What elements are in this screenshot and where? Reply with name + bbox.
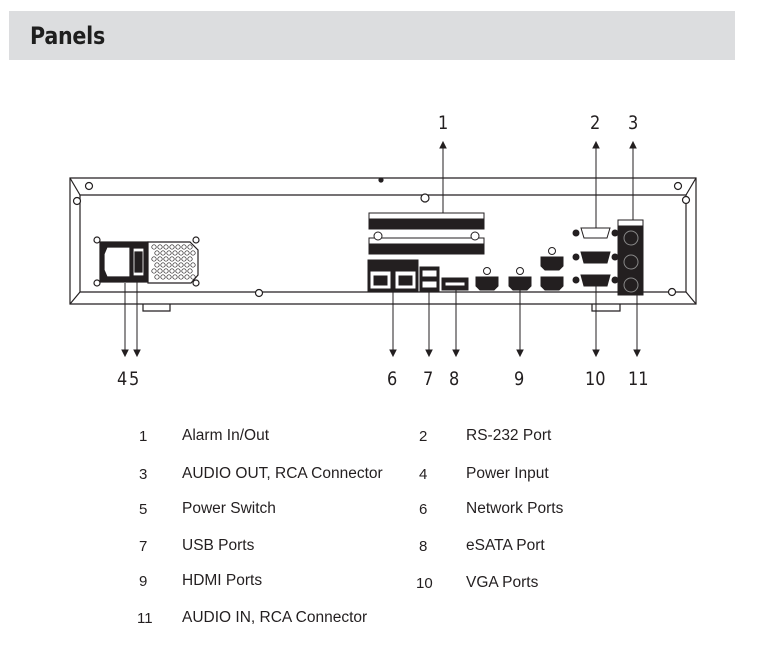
vent-hole	[181, 256, 187, 262]
vent-hole	[172, 250, 178, 256]
callout-8: 8	[449, 368, 460, 390]
legend-label: RS-232 Port	[466, 427, 552, 444]
legend-num: 5	[139, 501, 148, 518]
vent-hole	[157, 256, 163, 262]
callout-1: 1	[438, 112, 449, 134]
callout-10: 10	[585, 368, 606, 390]
vent-hole	[154, 262, 160, 268]
legend-num: 7	[139, 538, 148, 555]
vent-hole	[154, 274, 160, 280]
usb-ports	[419, 266, 440, 292]
vent-hole	[160, 274, 166, 280]
legend-label: Power Input	[466, 465, 549, 482]
legend-label: VGA Ports	[466, 574, 539, 591]
foot-left	[142, 304, 171, 312]
power-module	[93, 236, 200, 287]
vent-hole	[169, 256, 175, 262]
vent-hole	[178, 262, 184, 268]
callout-3: 3	[628, 112, 639, 134]
legend-label: AUDIO OUT, RCA Connector	[182, 465, 383, 482]
vent-hole	[160, 262, 166, 268]
vent-hole	[190, 262, 196, 268]
vent-holes	[151, 244, 196, 280]
vent-hole	[157, 244, 163, 250]
network-ports	[367, 259, 419, 293]
foot-right	[591, 304, 621, 312]
legend-num: 4	[419, 466, 428, 483]
callout-4: 4	[117, 368, 128, 390]
vent-hole	[160, 250, 166, 256]
vent-hole	[166, 262, 172, 268]
rear-panel-diagram: 1 2 3 4 5 6 7 8 9 10 11	[0, 100, 777, 400]
alarm-terminals	[368, 212, 485, 255]
vent-hole	[190, 250, 196, 256]
vent-hole	[169, 244, 175, 250]
vent-hole	[151, 244, 157, 250]
vent-hole	[175, 244, 181, 250]
audio-block	[617, 219, 644, 296]
legend-num: 3	[139, 466, 148, 483]
legend-label: HDMI Ports	[182, 572, 263, 589]
legend-label: Power Switch	[182, 500, 276, 517]
section-title: Panels	[30, 22, 106, 50]
legend-num: 11	[137, 610, 153, 627]
vent-hole	[157, 268, 163, 274]
vent-hole	[151, 256, 157, 262]
section-header-band	[9, 11, 735, 60]
legend-num: 2	[419, 428, 428, 445]
vent-hole	[169, 268, 175, 274]
callout-2: 2	[590, 112, 601, 134]
leader-lines	[121, 140, 641, 358]
vent-hole	[175, 256, 181, 262]
legend-label: eSATA Port	[466, 537, 545, 554]
vent-hole	[178, 274, 184, 280]
legend-label: AUDIO IN, RCA Connector	[182, 609, 368, 626]
legend-num: 1	[139, 428, 148, 445]
legend-num: 6	[419, 501, 428, 518]
vent-hole	[187, 244, 193, 250]
vent-hole	[190, 274, 196, 280]
vent-hole	[181, 268, 187, 274]
callout-6: 6	[387, 368, 398, 390]
legend-num: 9	[139, 573, 148, 590]
antenna-post	[378, 177, 384, 183]
vent-hole	[178, 250, 184, 256]
legend-label: USB Ports	[182, 537, 255, 554]
vent-hole	[163, 268, 169, 274]
vent-hole	[172, 262, 178, 268]
legend-num: 10	[416, 575, 433, 592]
legend-label: Network Ports	[466, 500, 564, 517]
esata-port	[441, 277, 469, 291]
serial-vga-ports	[572, 227, 619, 287]
vent-hole	[184, 262, 190, 268]
device-drawing	[69, 140, 697, 358]
legend-num: 8	[419, 538, 428, 555]
vent-hole	[184, 250, 190, 256]
vent-hole	[172, 274, 178, 280]
vent-hole	[163, 244, 169, 250]
vent-hole	[151, 268, 157, 274]
vent-hole	[163, 256, 169, 262]
vent-hole	[166, 250, 172, 256]
legend-label: Alarm In/Out	[182, 427, 269, 444]
vent-hole	[187, 268, 193, 274]
vent-hole	[154, 250, 160, 256]
screws	[72, 181, 691, 298]
vent-hole	[184, 274, 190, 280]
hdmi-ports	[475, 247, 564, 291]
callout-5: 5	[129, 368, 140, 390]
vent-hole	[175, 268, 181, 274]
vent-hole	[181, 244, 187, 250]
vent-hole	[166, 274, 172, 280]
callout-7: 7	[423, 368, 434, 390]
callout-9: 9	[514, 368, 525, 390]
vent-hole	[187, 256, 193, 262]
callout-11: 11	[628, 368, 649, 390]
